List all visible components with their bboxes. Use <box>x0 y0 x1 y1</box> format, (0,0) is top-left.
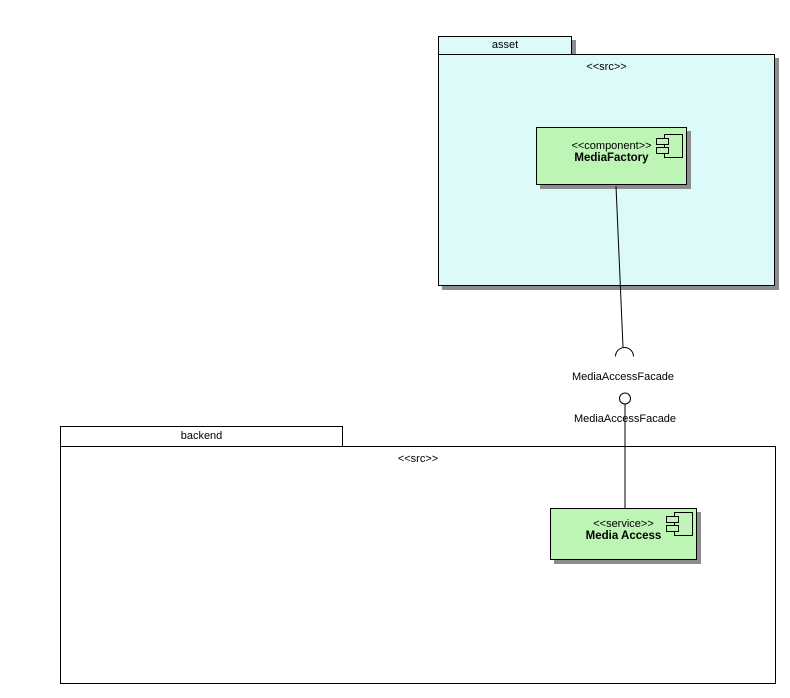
media-factory-name: MediaFactory <box>574 152 649 164</box>
package-asset-tab[interactable]: asset <box>438 36 572 55</box>
media-access-name: Media Access <box>585 530 662 542</box>
package-backend-name: backend <box>180 430 223 442</box>
component-icon <box>656 134 683 158</box>
package-backend-tab[interactable]: backend <box>60 426 343 447</box>
component-media-factory[interactable]: <<component>> MediaFactory <box>536 127 687 185</box>
required-interface-socket-icon <box>615 347 634 357</box>
component-icon <box>666 512 693 536</box>
package-asset-name: asset <box>491 39 519 51</box>
required-interface-label: MediaAccessFacade <box>571 371 675 383</box>
provided-interface-label: MediaAccessFacade <box>573 413 677 425</box>
media-access-stereotype: <<service>> <box>593 518 654 530</box>
provided-interface-ball-icon <box>619 392 631 405</box>
package-asset-stereotype: <<src>> <box>586 61 627 73</box>
package-backend-body[interactable]: <<src>> <box>60 446 776 684</box>
component-media-access[interactable]: <<service>> Media Access <box>550 508 697 560</box>
package-backend-stereotype: <<src>> <box>397 453 439 465</box>
media-factory-stereotype: <<component>> <box>571 140 652 152</box>
